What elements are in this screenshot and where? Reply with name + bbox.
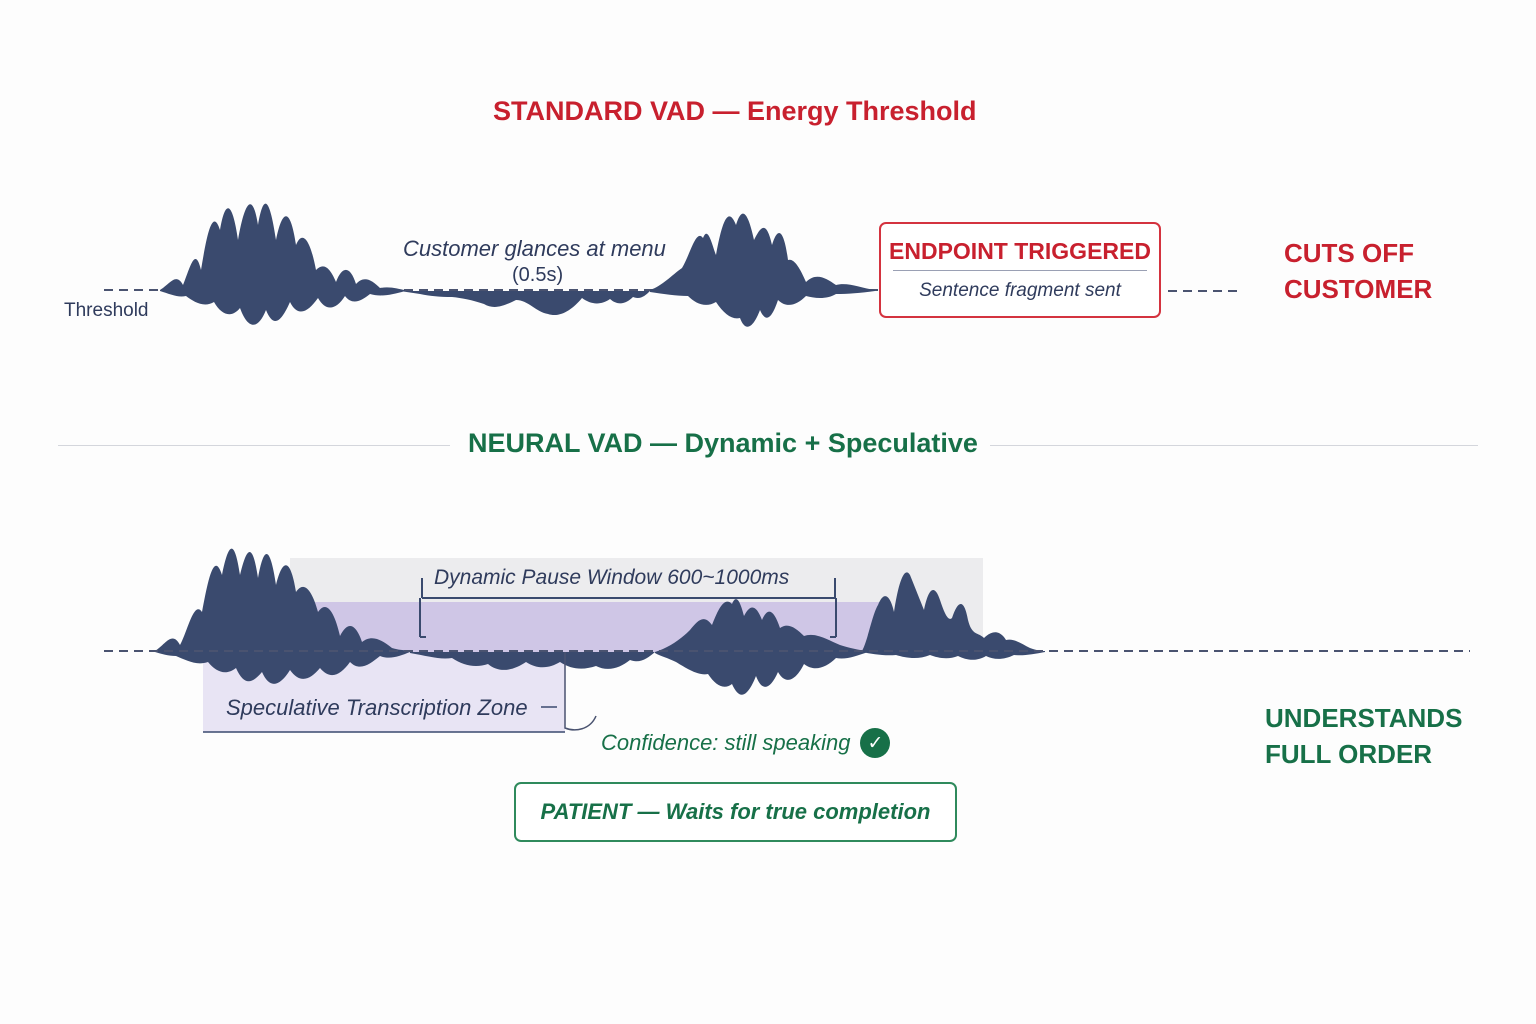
neural-outcome-line1: UNDERSTANDS (1265, 703, 1463, 733)
standard-outcome-line1: CUTS OFF (1284, 238, 1414, 268)
standard-waveform-speech-2 (650, 213, 875, 327)
patient-box: PATIENT — Waits for true completion (514, 782, 957, 842)
endpoint-triggered-subtitle: Sentence fragment sent (919, 280, 1121, 301)
threshold-label: Threshold (64, 300, 149, 321)
section-divider-right (990, 445, 1478, 446)
confidence-text: Confidence: still speaking (601, 730, 851, 755)
speculative-zone-label: Speculative Transcription Zone (226, 695, 528, 720)
standard-waveform-speech-1 (160, 203, 405, 325)
standard-vad-title: STANDARD VAD — Energy Threshold (493, 96, 977, 126)
neural-waveform-speech-2 (655, 599, 868, 695)
section-divider-left (58, 445, 450, 446)
patient-label: PATIENT — Waits for true completion (540, 799, 931, 824)
pause-window-label: Dynamic Pause Window 600~1000ms (434, 566, 790, 589)
check-circle-icon: ✓ (860, 728, 891, 758)
pause-description-label: Customer glances at menu (403, 236, 666, 261)
pause-window-bracket (419, 578, 837, 638)
endpoint-divider (893, 270, 1147, 271)
neural-vad-title: NEURAL VAD — Dynamic + Speculative (468, 428, 978, 458)
confidence-label: Confidence: still speaking ✓ (601, 728, 891, 758)
neural-waveform-speech-3 (862, 572, 1045, 660)
pause-duration-label: (0.5s) (512, 264, 564, 286)
endpoint-triggered-box: ENDPOINT TRIGGERED Sentence fragment sen… (879, 222, 1161, 318)
endpoint-triggered-title: ENDPOINT TRIGGERED (889, 238, 1151, 264)
neural-outcome-line2: FULL ORDER (1265, 739, 1433, 769)
standard-waveform-pause (400, 291, 650, 316)
standard-outcome-line2: CUSTOMER (1284, 274, 1433, 304)
confidence-leader-line (564, 652, 597, 731)
neural-waveform-pause (410, 652, 655, 670)
